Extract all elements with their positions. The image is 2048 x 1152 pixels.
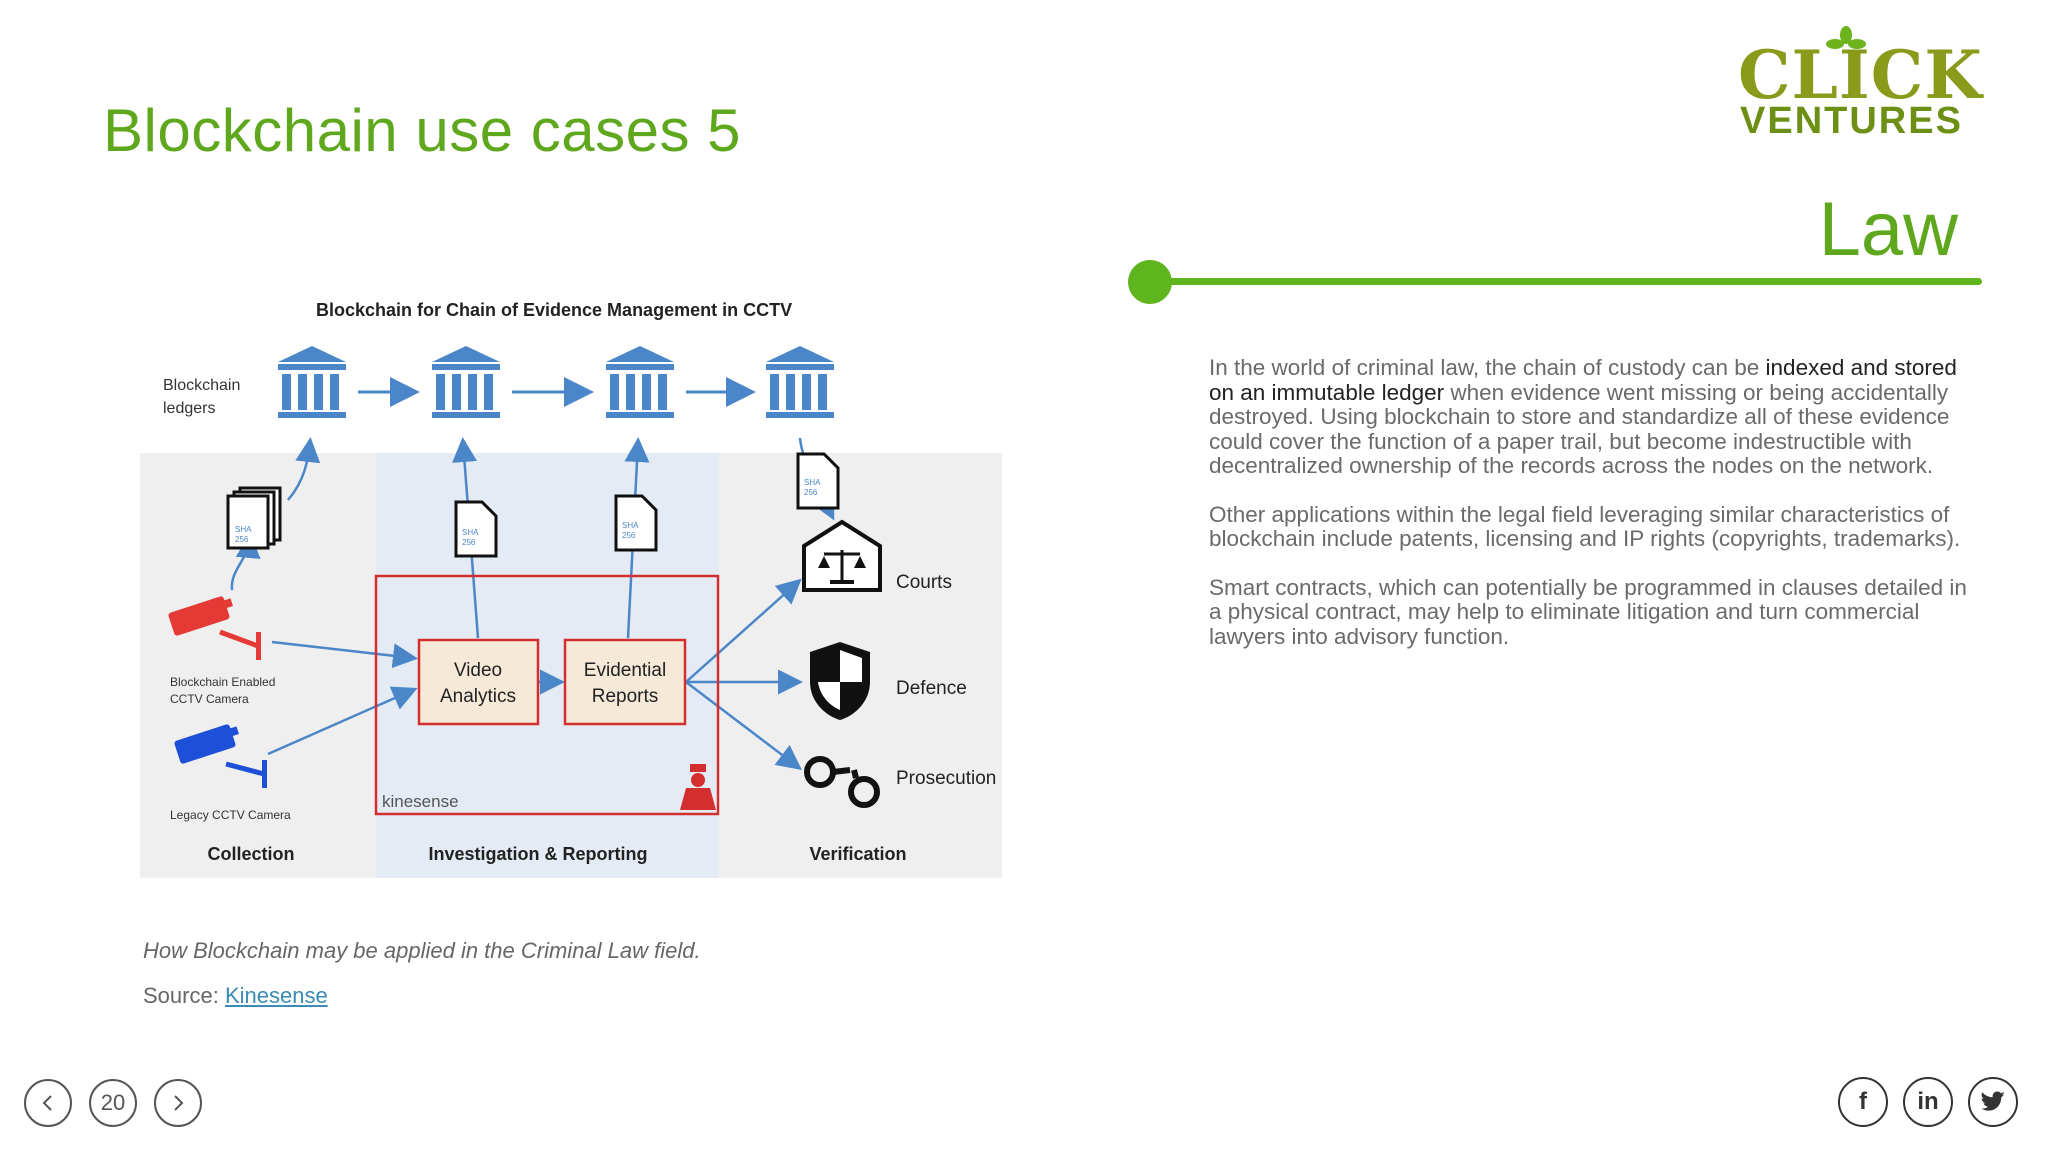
stage-investigation: Investigation & Reporting: [428, 844, 647, 864]
section-divider: [1150, 278, 1982, 285]
document-icon: SHA 256: [796, 452, 840, 510]
video-analytics-label-2: Analytics: [440, 686, 516, 707]
camera-enabled-label-2: CCTV Camera: [170, 692, 249, 706]
sha-label: 256: [622, 531, 636, 540]
twitter-icon: [1981, 1091, 2005, 1111]
source-link[interactable]: Kinesense: [224, 983, 328, 1008]
facebook-button[interactable]: f: [1838, 1077, 1888, 1127]
linkedin-icon: in: [1917, 1088, 1939, 1115]
evidential-reports-label-2: Reports: [592, 686, 659, 707]
document-icon: SHA 256: [614, 494, 658, 552]
figure-source: Source: Kinesense: [143, 983, 328, 1009]
ledger-icon: [432, 346, 500, 418]
next-slide-button[interactable]: [154, 1079, 202, 1127]
sha-label: SHA: [235, 525, 252, 534]
kinesense-boundary: [374, 574, 720, 816]
prosecution-label: Prosecution: [896, 768, 996, 789]
paragraph-3: Smart contracts, which can potentially b…: [1209, 574, 1967, 649]
red-camera-icon: [168, 596, 261, 660]
courts-label: Courts: [896, 572, 952, 593]
kinesense-brand: kinesense: [382, 792, 459, 811]
previous-slide-button[interactable]: [24, 1079, 72, 1127]
sha-label: SHA: [462, 528, 479, 537]
paragraph-2: Other applications within the legal fiel…: [1209, 501, 1961, 551]
figure-title: Blockchain for Chain of Evidence Managem…: [316, 300, 792, 320]
body-text: In the world of criminal law, the chain …: [1209, 355, 1979, 673]
logo-ventures-text: VENTURES: [1740, 100, 1963, 142]
ledger-icon: [278, 346, 346, 418]
stage-collection: Collection: [207, 844, 294, 864]
document-stack-icon: SHA 256: [226, 486, 282, 550]
slide-title: Blockchain use cases 5: [103, 97, 742, 164]
defence-label: Defence: [896, 678, 967, 699]
source-label: Source:: [143, 983, 225, 1008]
figure-caption: How Blockchain may be applied in the Cri…: [143, 938, 701, 963]
handcuffs-icon: [804, 756, 880, 808]
sha-label: 256: [462, 538, 476, 547]
sha-label: 256: [804, 488, 818, 497]
sha-label: SHA: [622, 521, 639, 530]
evidential-reports-label: Evidential: [584, 660, 666, 681]
evidential-reports-box: [563, 638, 687, 726]
logo-click-text: CLICK: [1738, 36, 1983, 114]
ledger-icon: [606, 346, 674, 418]
sha-label: 256: [235, 535, 249, 544]
ledgers-label: Blockchain: [163, 377, 240, 394]
chevron-left-icon: [42, 1095, 52, 1111]
sha-label: SHA: [804, 478, 821, 487]
click-ventures-logo: CLICK VENTURES: [1738, 26, 1982, 142]
leaf-icon: [1826, 26, 1866, 49]
stage-verification: Verification: [809, 844, 906, 864]
camera-legacy-label: Legacy CCTV Camera: [170, 808, 291, 822]
linkedin-button[interactable]: in: [1903, 1077, 1953, 1127]
camera-enabled-label: Blockchain Enabled: [170, 675, 275, 689]
page-number: 20: [89, 1079, 137, 1127]
video-analytics-box: [417, 638, 540, 726]
officer-icon: [680, 764, 716, 810]
section-divider-dot: [1128, 260, 1172, 304]
facebook-icon: f: [1859, 1088, 1867, 1115]
twitter-button[interactable]: [1968, 1077, 2018, 1127]
paragraph-1: In the world of criminal law, the chain …: [1209, 355, 1957, 478]
chevron-right-icon: [174, 1095, 184, 1111]
evidence-diagram: Blockchain for Chain of Evidence Managem…: [140, 270, 1002, 880]
document-icon: SHA 256: [454, 500, 498, 558]
ledgers-label-2: ledgers: [163, 400, 215, 417]
video-analytics-label: Video: [454, 660, 502, 681]
blue-camera-icon: [174, 724, 267, 788]
ledger-icon: [766, 346, 834, 418]
shield-icon: [810, 642, 870, 720]
courts-icon: [802, 519, 882, 592]
section-heading: Law: [1818, 187, 1958, 272]
